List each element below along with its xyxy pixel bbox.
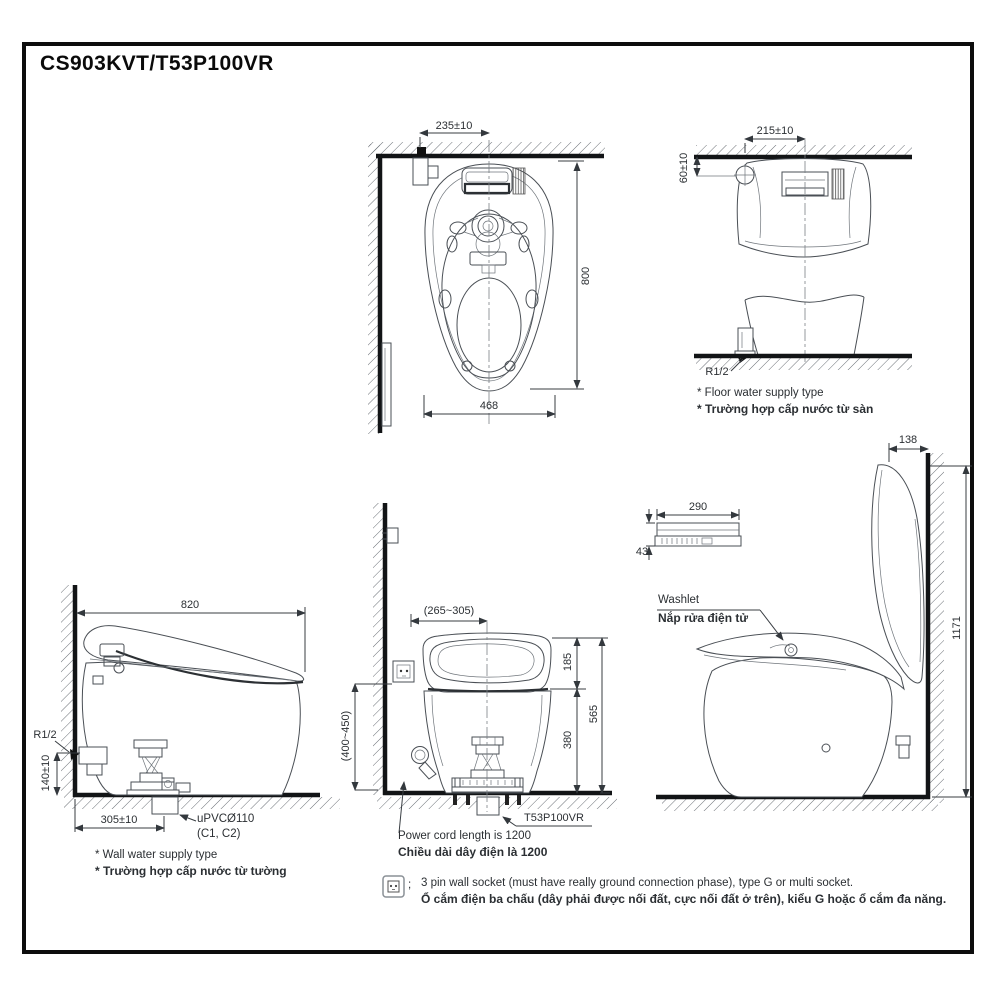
plan-view-lineart: [368, 129, 605, 434]
floor-supply-note-en: * Floor water supply type: [697, 387, 824, 399]
washlet-label-vi: Nắp rửa điện tử: [658, 611, 749, 625]
remote-control-lineart: [645, 509, 742, 560]
plan-dim-width: 468: [479, 399, 499, 412]
rear-thread-label: R1/2: [705, 365, 729, 378]
socket-note-vi: Ổ cắm điện ba chấu (dây phải được nối đấ…: [421, 892, 947, 906]
washlet-label-en: Washlet: [658, 594, 700, 606]
front-dim-bowl-height: 380: [561, 730, 574, 750]
sideright-dim-open-height: 1171: [950, 616, 963, 640]
power-cord-note-en: Power cord length is 1200: [398, 830, 531, 842]
wall-supply-note-en: * Wall water supply type: [95, 849, 218, 861]
socket-note-en: 3 pin wall socket (must have really grou…: [421, 877, 854, 889]
sideleft-dim-length: 820: [180, 598, 200, 611]
front-dim-socket-height: (400~450): [339, 710, 352, 762]
front-view-lineart: [351, 503, 617, 834]
drain-model-label: T53P100VR: [524, 811, 584, 824]
front-dim-total-height: 565: [587, 704, 600, 724]
plan-supply-point: [417, 147, 426, 156]
open-lid-side-view-lineart: [656, 443, 972, 811]
front-dim-socket-offset: (265~305): [423, 604, 475, 617]
closed-lid-side-view-lineart: [53, 585, 340, 832]
footer-separator: ;: [408, 879, 412, 891]
page-title: CS903KVT/T53P100VR: [40, 52, 274, 75]
front-dim-seat-height: 185: [561, 652, 574, 672]
plan-dim-depth: 800: [579, 266, 592, 286]
rear-dim-supply-height: 60±10: [677, 152, 690, 184]
sideleft-dim-drain-offset: 305±10: [100, 813, 138, 826]
plan-dim-supply-offset: 235±10: [435, 119, 473, 132]
drain-pipe-label: uPVCØ110: [197, 813, 255, 825]
sideleft-dim-supply-height: 140±10: [39, 754, 52, 792]
floor-supply-note-vi: * Trường hợp cấp nước từ sàn: [697, 402, 874, 416]
socket-legend-icon: [382, 875, 405, 898]
wall-socket-drawing: [392, 660, 415, 683]
sideright-dim-lid-depth: 138: [898, 433, 918, 446]
power-cord-note-vi: Chiều dài dây điện là 1200: [398, 845, 548, 859]
remote-dim-width: 290: [688, 500, 708, 513]
wall-supply-note-vi: * Trường hợp cấp nước từ tường: [95, 864, 287, 878]
remote-dim-height: 43: [635, 545, 649, 558]
rear-dim-supply-offset: 215±10: [756, 124, 794, 137]
rear-view-lineart: [693, 135, 912, 372]
sideleft-thread-label: R1/2: [33, 728, 57, 741]
drain-pipe-label-2: (C1, C2): [197, 828, 241, 840]
